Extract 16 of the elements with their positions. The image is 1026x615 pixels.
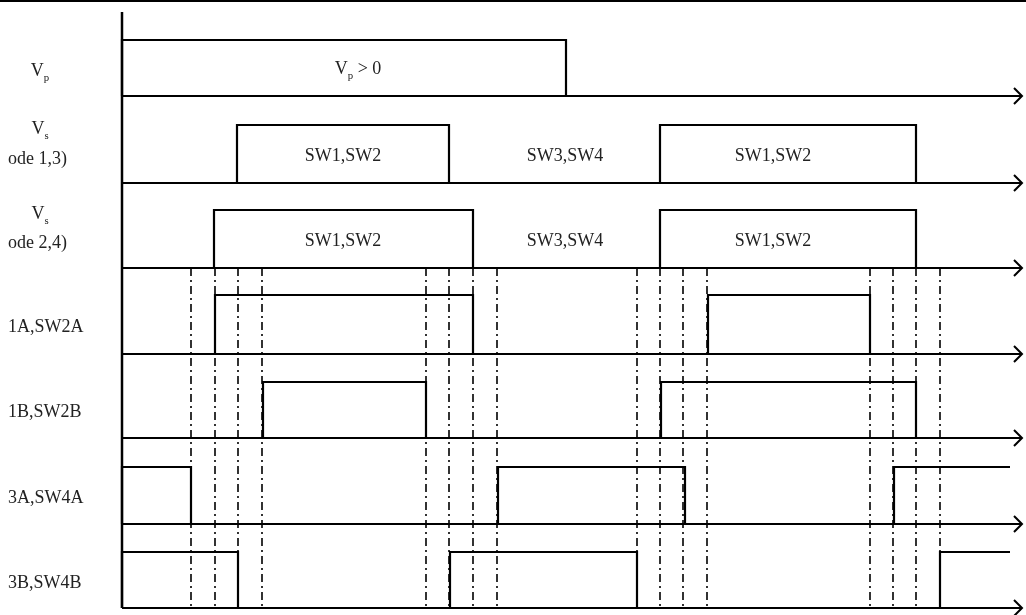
signal-label: 3B,SW4B: [8, 573, 82, 591]
signal-label: ode 2,4): [8, 233, 67, 251]
signal-label: SW1,SW2: [304, 231, 382, 249]
signal-label: ode 1,3): [8, 149, 67, 167]
signal-label: V$_{s}$: [31, 119, 49, 141]
signal-label: 1B,SW2B: [8, 402, 82, 420]
signal-label: SW3,SW4: [526, 231, 604, 249]
signal-label: SW1,SW2: [734, 146, 812, 164]
signal-label: 3A,SW4A: [8, 488, 84, 506]
signal-label: SW3,SW4: [526, 146, 604, 164]
signal-label: V$_{p}$ > 0: [334, 59, 382, 81]
signal-label: V$_{s}$: [31, 204, 49, 226]
signal-label: SW1,SW2: [734, 231, 812, 249]
signal-label: SW1,SW2: [304, 146, 382, 164]
signal-label: 1A,SW2A: [8, 317, 84, 335]
signal-label: V$_{p}$: [30, 61, 50, 83]
